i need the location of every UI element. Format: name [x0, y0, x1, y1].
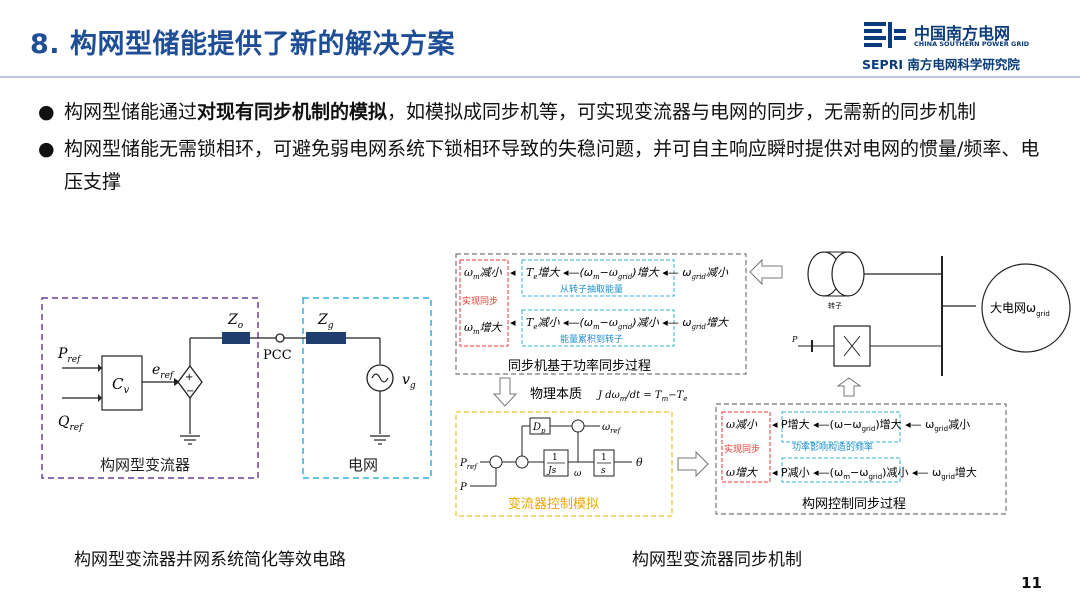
store-energy-label: 能量累积到转子: [560, 333, 623, 345]
physics-label: 物理本质: [530, 387, 582, 402]
bullet-text: ，如模拟成同步机等，可实现变流器与电网的同步，无需新的同步机制: [387, 101, 977, 123]
omega-m-inc: ωm增大: [464, 321, 503, 336]
svg-text:Js: Js: [546, 466, 557, 476]
zg-label: Zg: [317, 312, 334, 331]
down-arrow-icon: [492, 377, 518, 407]
converter-label: 构网型变流器: [100, 456, 190, 474]
vg-label: vg: [402, 372, 416, 391]
left-arrow-icon: [749, 258, 783, 286]
svg-text:1: 1: [552, 453, 558, 463]
slide-title: 8. 构网型储能提供了新的解决方案: [30, 29, 455, 60]
svg-text:Pref: Pref: [459, 458, 478, 471]
sync-machine-title: 同步机基于功率同步过程: [508, 358, 651, 374]
cv-label: Cv: [112, 375, 129, 396]
grid-label: 电网: [348, 456, 378, 474]
qref-label: Qref: [58, 414, 84, 433]
bullet-list: ● 构网型储能通过对现有同步机制的模拟，如模拟成同步机等，可实现变流器与电网的同…: [38, 96, 1058, 203]
bullet-dot-icon: ●: [38, 138, 55, 160]
left-figure-caption: 构网型变流器并网系统简化等效电路: [74, 550, 346, 570]
big-grid-icon: [981, 263, 1071, 353]
svg-text:ωref: ωref: [602, 422, 622, 435]
svg-text:实现同步: 实现同步: [724, 443, 760, 455]
sync-machine-box: [455, 253, 747, 375]
extract-energy-label: 从转子抽取能量: [560, 283, 623, 295]
institute-name: SEPRI 南方电网科学研究院: [862, 57, 1020, 72]
title-divider: [0, 76, 1080, 78]
zo-impedance: [222, 332, 250, 344]
bullet-item: ● 构网型储能无需锁相环，可避免弱电网系统下锁相环导致的失稳问题，并可自主响应瞬…: [38, 133, 1058, 199]
converter-sim-title: 变流器控制模拟: [508, 496, 599, 512]
gfm-sync-title: 构网控制同步过程: [802, 497, 906, 512]
realize-sync-box: [459, 259, 509, 347]
realize-sync-label: 实现同步: [462, 295, 498, 307]
big-grid-label: 大电网ωgrid: [990, 301, 1050, 318]
svg-text:θ: θ: [636, 456, 643, 469]
svg-text:◂ P增大 ◂—(ω−ωgrid)增大 ◂— ωgrid减小: ◂ P增大 ◂—(ω−ωgrid)增大 ◂— ωgrid减小: [772, 417, 970, 433]
omega-m-dec: ωm减小: [464, 266, 503, 281]
gfm-sync-box: [715, 403, 1007, 515]
svg-text:Te增大 ◂—(ωm−ωgrid)增大 ◂— ωgrid减小: Te增大 ◂—(ωm−ωgrid)增大 ◂— ωgrid减小: [526, 266, 729, 281]
company-logo: 中国南方电网 CHINA SOUTHERN POWER GRID SEPRI 南…: [862, 20, 1062, 72]
zg-impedance: [306, 332, 346, 344]
svg-text:+: +: [185, 372, 193, 383]
dp-label: Dp: [532, 422, 546, 435]
svg-text:s: s: [601, 466, 606, 476]
grid-boundary: [302, 297, 432, 479]
csg-logo-icon: [864, 22, 906, 48]
cv-block: [101, 355, 143, 411]
svg-text:◂ P减小 ◂—(ωm−ωgrid)减小 ◂— ωgrid增: ◂ P减小 ◂—(ωm−ωgrid)减小 ◂— ωgrid增大: [772, 465, 977, 481]
svg-text:ω增大: ω增大: [726, 466, 758, 479]
svg-text:1: 1: [601, 453, 607, 463]
bullet-text: 构网型储能通过: [64, 101, 198, 123]
right-figure-caption: 构网型变流器同步机制: [632, 550, 802, 570]
bullet-dot-icon: ●: [38, 101, 55, 123]
sync-mechanism-diagram: ωm减小 实现同步 ωm增大 ◂ Te增大 ◂—(ωm−ωgrid)增大 ◂— …: [455, 251, 1071, 517]
freq-note-label: 功率影响构造的频率: [792, 441, 873, 453]
svg-text:P: P: [791, 335, 798, 344]
svg-text:P: P: [459, 482, 467, 493]
svg-text:◂: ◂: [510, 266, 516, 279]
swing-equation: J dωm/dt = Tm−Te: [596, 390, 687, 403]
svg-text:−: −: [186, 386, 194, 397]
zo-label: Zo: [227, 312, 244, 331]
page-number: 11: [1021, 574, 1042, 592]
logo-name-cn: 中国南方电网: [914, 24, 1011, 43]
bullet-bold-text: 对现有同步机制的模拟: [197, 101, 388, 123]
equivalent-circuit-diagram: Cv Pref Qref eref + − Zo PCC Zg vg 构网型变流…: [41, 297, 432, 479]
pcc-label: PCC: [263, 348, 292, 363]
pcc-node: [275, 333, 285, 343]
svg-text:转子: 转子: [828, 301, 842, 310]
pref-label: Pref: [57, 346, 82, 365]
converter-boundary: [41, 297, 259, 479]
svg-text:◂: ◂: [510, 316, 516, 329]
svg-text:Te减小 ◂—(ωm−ωgrid)减小 ◂— ωgrid增大: Te减小 ◂—(ωm−ωgrid)减小 ◂— ωgrid增大: [526, 316, 729, 331]
bullet-text: 构网型储能无需锁相环，可避免弱电网系统下锁相环导致的失稳问题，并可自主响应瞬时提…: [64, 138, 1040, 193]
logo-name-en: CHINA SOUTHERN POWER GRID: [914, 40, 1030, 48]
svg-text:ω减小: ω减小: [726, 418, 758, 431]
converter-sim-box: [455, 411, 673, 517]
eref-label: eref: [152, 362, 175, 381]
right-arrow-icon: [677, 450, 709, 478]
svg-text:ω: ω: [574, 469, 582, 479]
bullet-item: ● 构网型储能通过对现有同步机制的模拟，如模拟成同步机等，可实现变流器与电网的同…: [38, 96, 1058, 129]
